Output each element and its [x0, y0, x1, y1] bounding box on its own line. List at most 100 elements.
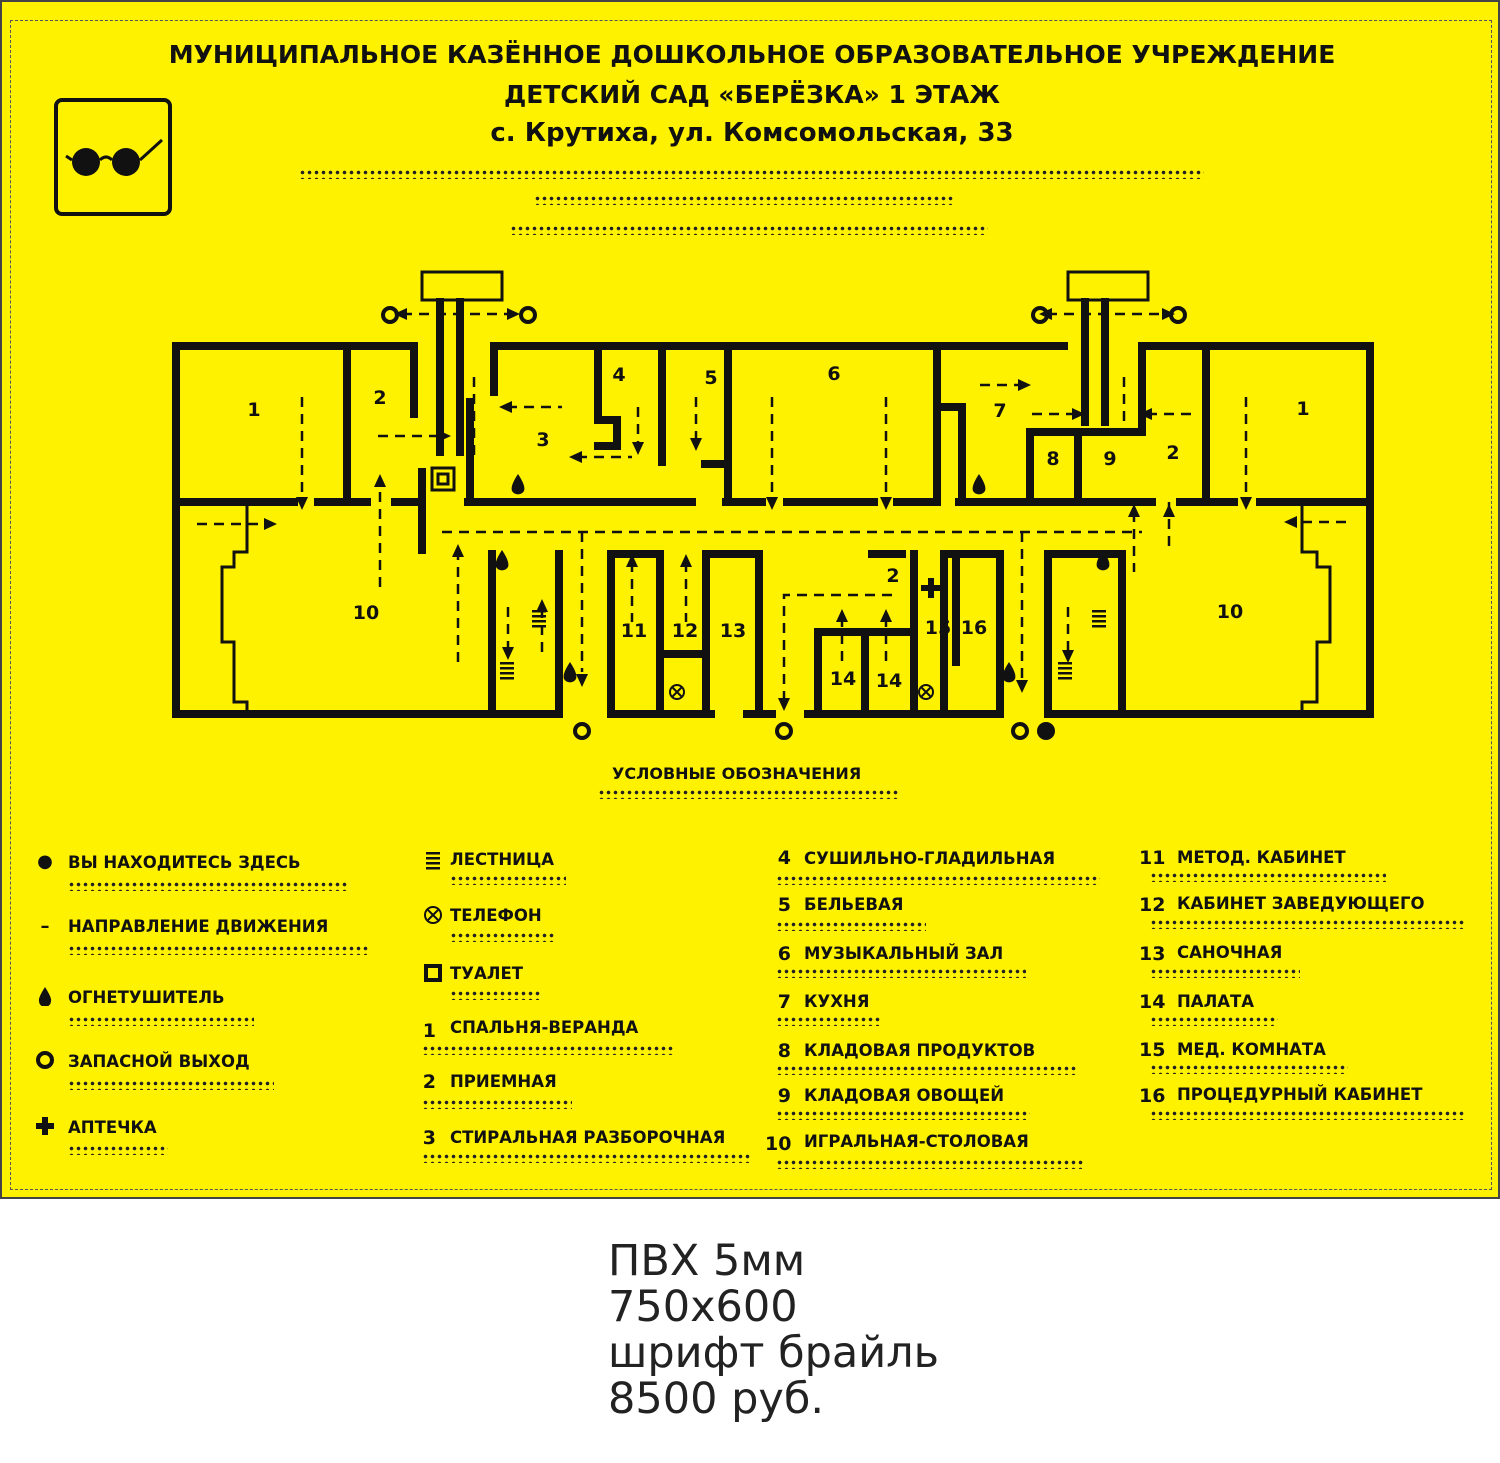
braille-text [450, 875, 566, 885]
legend-room-number: 2 [422, 1071, 436, 1093]
legend-room-name: СУШИЛЬНО-ГЛАДИЛЬНАЯ [804, 849, 1056, 868]
legend-room-number: 16 [1139, 1085, 1166, 1107]
legend-room-number: 5 [777, 894, 791, 916]
room-label: 2 [373, 387, 386, 409]
legend-room-number: 15 [1139, 1039, 1166, 1061]
legend-room-name: КЛАДОВАЯ ПРОДУКТОВ [804, 1041, 1036, 1060]
legend-room-name: САНОЧНАЯ [1177, 943, 1283, 962]
room-label: 13 [720, 620, 746, 642]
room-label: 1 [247, 399, 260, 421]
legend-room-name: МЕД. КОМНАТА [1177, 1040, 1326, 1059]
legend-room-number: 10 [765, 1133, 792, 1155]
room-label: 10 [1217, 601, 1243, 623]
legend-you-are-here: ВЫ НАХОДИТЕСЬ ЗДЕСЬ [68, 853, 301, 872]
braille-text [68, 1080, 274, 1090]
braille-text [776, 921, 926, 931]
room-label: 6 [827, 363, 840, 385]
spec-font: шрифт брайль [608, 1328, 940, 1378]
legend-toilet: ТУАЛЕТ [450, 964, 523, 983]
legend-room-number: 7 [777, 991, 791, 1013]
legend-room-name: ИГРАЛЬНАЯ-СТОЛОВАЯ [804, 1132, 1029, 1151]
room-label: 12 [672, 620, 698, 642]
legend-room-number: 4 [777, 847, 791, 869]
braille-text [1150, 1016, 1278, 1026]
braille-text [68, 1145, 168, 1155]
tactile-sign: МУНИЦИПАЛЬНОЕ КАЗЁННОЕ ДОШКОЛЬНОЕ ОБРАЗО… [0, 0, 1500, 1199]
room-label: 14 [830, 668, 856, 690]
room-label: 4 [612, 364, 625, 386]
room-label: 16 [961, 617, 987, 639]
braille-text [776, 1065, 1076, 1075]
legend-room-number: 14 [1139, 991, 1166, 1013]
room-label: 2 [886, 565, 899, 587]
legend-room-name: КАБИНЕТ ЗАВЕДУЮЩЕГО [1177, 894, 1425, 913]
legend-room-number: 8 [777, 1040, 791, 1062]
room-label: 11 [621, 620, 647, 642]
braille-text [450, 990, 542, 1000]
spec-price: 8500 руб. [608, 1374, 825, 1424]
floor-plan: 1 2 3 4 5 10 11 12 13 6 2 14 14 15 16 7 … [172, 270, 1374, 740]
legend-room-name: СПАЛЬНЯ-ВЕРАНДА [450, 1018, 639, 1037]
braille-text [450, 932, 554, 942]
legend-direction: НАПРАВЛЕНИЕ ДВИЖЕНИЯ [68, 917, 329, 936]
braille-text [776, 1159, 1084, 1169]
legend-room-number: 11 [1139, 847, 1166, 869]
legend-room-name: КЛАДОВАЯ ОВОЩЕЙ [804, 1086, 1005, 1105]
braille-text [1150, 872, 1386, 882]
legend-first-aid: АПТЕЧКА [68, 1118, 157, 1137]
legend-stairs: ЛЕСТНИЦА [450, 850, 555, 869]
square-icon [422, 963, 444, 988]
braille-text [68, 945, 368, 955]
braille-title-2 [534, 195, 954, 205]
room-label: 1 [1296, 398, 1309, 420]
spec-size: 750х600 [608, 1282, 798, 1332]
legend-phone: ТЕЛЕФОН [450, 906, 542, 925]
room-label: 7 [993, 400, 1006, 422]
title-line-2: ДЕТСКИЙ САД «БЕРЁЗКА» 1 ЭТАЖ [504, 80, 1000, 109]
legend-room-number: 13 [1139, 943, 1166, 965]
braille-text [776, 1110, 1030, 1120]
dashed-border [10, 20, 1492, 1190]
spec-material: ПВХ 5мм [608, 1236, 806, 1286]
braille-legend-title [598, 789, 898, 799]
dash-arrow-icon: – [40, 916, 50, 937]
braille-text [1150, 1110, 1464, 1120]
room-label: 9 [1103, 448, 1116, 470]
stairs-icon [422, 850, 444, 875]
room-label: 15 [925, 617, 951, 639]
braille-text [1150, 1064, 1348, 1074]
braille-text [422, 1153, 750, 1163]
title-line-3: с. Крутиха, ул. Комсомольская, 33 [490, 118, 1014, 148]
braille-text [1150, 919, 1464, 929]
legend-extinguisher: ОГНЕТУШИТЕЛЬ [68, 988, 225, 1007]
product-spec: ПВХ 5мм 750х600 шрифт брайль 8500 руб. [608, 1238, 939, 1422]
legend-room-name: ПАЛАТА [1177, 992, 1255, 1011]
legend-emergency-exit: ЗАПАСНОЙ ВЫХОД [68, 1052, 250, 1071]
legend-room-name: СТИРАЛЬНАЯ РАЗБОРОЧНАЯ [450, 1128, 726, 1147]
legend-title: УСЛОВНЫЕ ОБОЗНАЧЕНИЯ [612, 764, 862, 783]
drop-icon [34, 986, 56, 1011]
room-label: 14 [876, 670, 902, 692]
braille-text [68, 1016, 254, 1026]
circle-x-icon [422, 905, 444, 930]
legend-room-name: БЕЛЬЕВАЯ [804, 895, 904, 914]
braille-text [776, 1016, 880, 1026]
room-label: 10 [353, 602, 379, 624]
braille-text [776, 875, 1100, 885]
legend-room-name: ПРОЦЕДУРНЫЙ КАБИНЕТ [1177, 1085, 1423, 1104]
legend-room-name: МЕТОД. КАБИНЕТ [1177, 848, 1346, 867]
legend-room-name: МУЗЫКАЛЬНЫЙ ЗАЛ [804, 944, 1004, 963]
glasses-icon [54, 98, 172, 216]
braille-text [422, 1045, 674, 1055]
ring-icon [34, 1050, 56, 1075]
braille-text [776, 968, 1026, 978]
you-are-here-marker [1037, 722, 1055, 740]
braille-text [422, 1099, 572, 1109]
legend-room-number: 9 [777, 1085, 791, 1107]
legend-room-number: 1 [422, 1020, 436, 1042]
legend-room-name: КУХНЯ [804, 992, 870, 1011]
title-line-1: МУНИЦИПАЛЬНОЕ КАЗЁННОЕ ДОШКОЛЬНОЕ ОБРАЗО… [168, 40, 1336, 69]
room-label: 8 [1046, 448, 1059, 470]
filled-circle-icon: ● [37, 851, 53, 872]
braille-title-1 [299, 169, 1204, 179]
